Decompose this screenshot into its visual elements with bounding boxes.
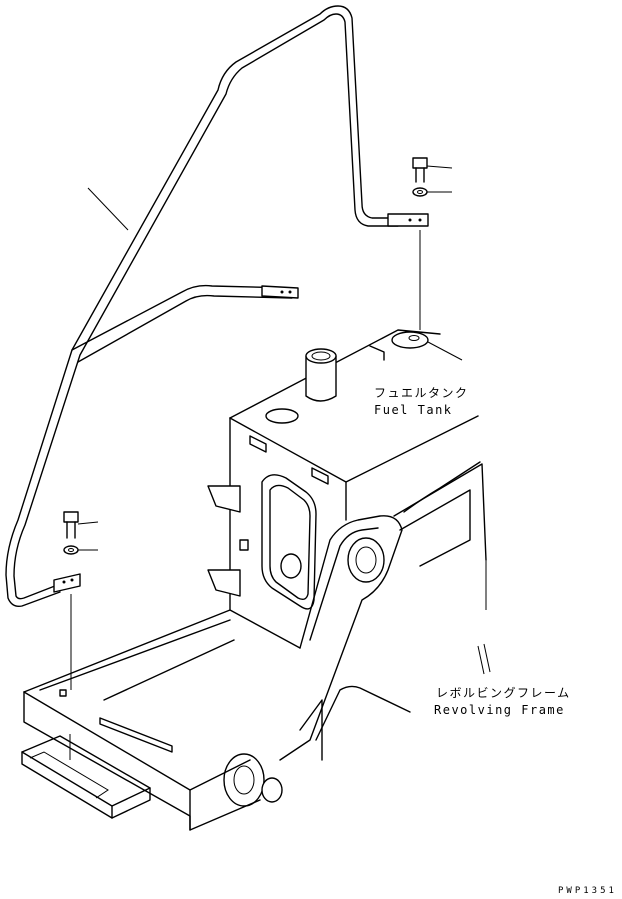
fuel-tank-label-en: Fuel Tank xyxy=(374,403,453,417)
revolving-frame xyxy=(223,461,491,807)
upper-bolt xyxy=(412,157,453,330)
drawing-code: PWP1351 xyxy=(558,886,617,896)
handrail xyxy=(5,5,429,608)
step-box xyxy=(21,609,261,831)
lower-bolt xyxy=(63,511,99,690)
revolving-frame-label-jp: レボルビングフレーム xyxy=(436,686,571,700)
revolving-frame-label-en: Revolving Frame xyxy=(434,703,565,717)
fuel-tank xyxy=(207,329,479,649)
fuel-tank-label-jp: フュエルタンク xyxy=(374,386,469,400)
